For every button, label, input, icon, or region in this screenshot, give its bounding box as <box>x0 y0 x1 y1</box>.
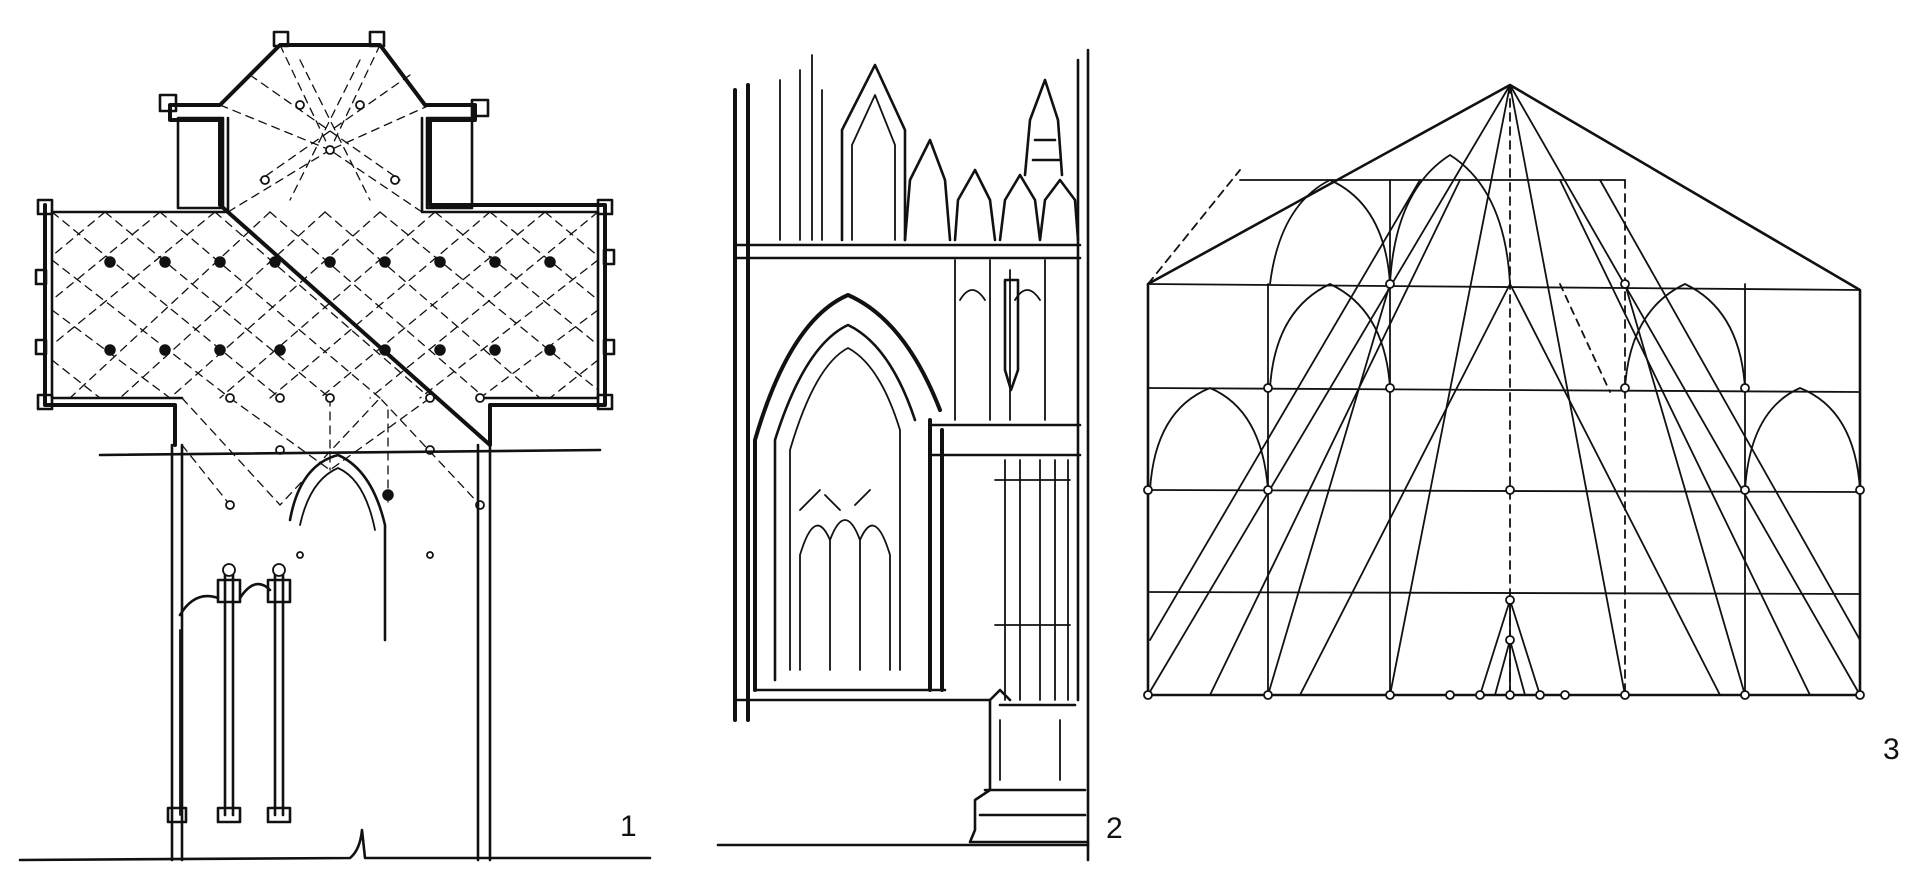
portal-arch-outer <box>753 293 942 692</box>
frame-right <box>1076 48 1090 862</box>
grid-horizontals <box>1147 283 1861 595</box>
transom-band <box>733 243 1082 260</box>
left-chapel <box>176 116 225 210</box>
upper-gable-left <box>840 63 907 242</box>
left-outer-pier <box>170 443 184 862</box>
pointed-arch <box>288 453 387 642</box>
pedestal-hatch <box>999 719 1061 781</box>
figure-number-3: 3 <box>1883 733 1900 766</box>
figure-1-vault-plan-and-elevation <box>18 30 652 862</box>
pinnacle-group <box>903 138 1080 242</box>
portal-arch-inner2 <box>789 347 901 671</box>
right-chapel <box>425 116 474 210</box>
tympanum-tracery <box>799 519 891 671</box>
plan-inner-wall <box>50 116 600 400</box>
vault-bosses <box>104 256 556 501</box>
colonnettes <box>166 551 434 824</box>
diagram-nodes <box>1143 279 1865 700</box>
buttress-marks <box>34 30 616 411</box>
section-line <box>98 448 602 457</box>
left-tall-lancets <box>779 54 823 241</box>
vault-nodes <box>225 100 485 510</box>
diagram-dashed-diagonal <box>1559 283 1611 393</box>
pedestal <box>968 688 1090 844</box>
screen-spear <box>1003 278 1020 392</box>
portal-jamb-right <box>928 418 944 692</box>
tympanum-cusps <box>799 489 871 511</box>
upper-gable-left-inner <box>851 94 896 241</box>
figure-number-1: 1 <box>620 810 637 843</box>
diagram-arches <box>1149 154 1861 491</box>
figure-3-proportion-diagram <box>1143 83 1865 700</box>
arch-inner-line <box>299 467 376 531</box>
screen-panels <box>954 259 1046 421</box>
rib-vault-lattice <box>51 44 599 506</box>
diagram-base-triangle <box>1479 599 1541 696</box>
diagram-diagonals <box>1147 84 1861 696</box>
portal-threshold <box>733 688 992 702</box>
portal-arch-inner <box>773 323 917 682</box>
ground-line-1 <box>18 828 652 862</box>
plan-outer-wall <box>43 43 607 447</box>
lower-screen-marks <box>994 479 1071 626</box>
figure-number-2: 2 <box>1106 812 1123 845</box>
right-outer-pier <box>476 443 492 862</box>
figure-2-portal-elevation <box>716 48 1090 862</box>
frame-left <box>733 83 750 722</box>
spire <box>1023 78 1064 177</box>
lower-screen-shafts <box>1004 459 1069 701</box>
diagram-left-dashed <box>1147 169 1241 285</box>
screen-band <box>928 423 1082 457</box>
